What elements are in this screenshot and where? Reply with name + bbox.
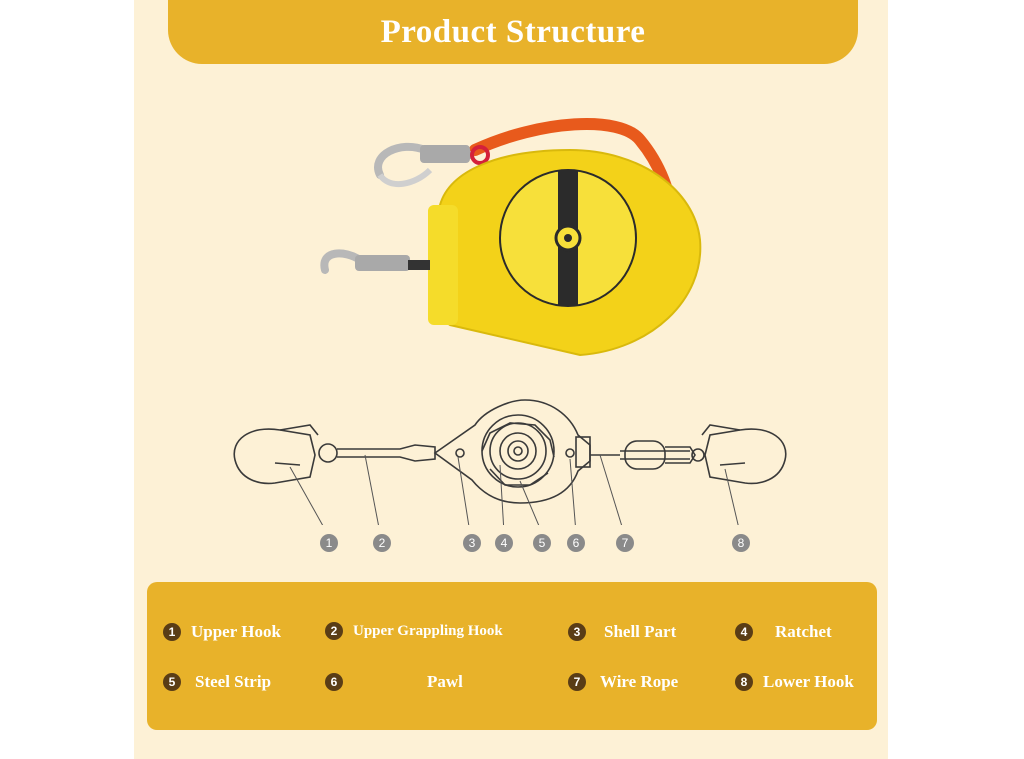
legend-item: 6 Pawl — [325, 672, 463, 692]
legend-item: 4 Ratchet — [735, 622, 832, 642]
product-photo — [320, 117, 702, 357]
legend-label: Steel Strip — [195, 672, 272, 691]
structure-diagram — [233, 399, 787, 525]
legend-label: Pawl — [427, 672, 463, 691]
callout-marker: 1 — [320, 534, 338, 552]
legend-item: 5 Steel Strip — [163, 672, 271, 692]
legend-label: Ratchet — [775, 622, 832, 641]
legend-item: 1 Upper Hook — [163, 622, 281, 642]
legend-label: Shell Part — [604, 622, 677, 641]
page-title: Product Structure — [380, 13, 646, 50]
lanyard-hook-icon — [374, 142, 490, 188]
legend-item: 2 Upper Grappling Hook — [325, 622, 503, 640]
body-hook-icon — [320, 249, 430, 274]
legend-number: 4 — [735, 623, 753, 641]
callout-marker: 7 — [616, 534, 634, 552]
legend-item: 7 Wire Rope — [568, 672, 678, 692]
callout-marker: 2 — [373, 534, 391, 552]
legend-label: Wire Rope — [600, 672, 679, 691]
left-hook-shape — [233, 428, 316, 485]
callout-marker: 3 — [463, 534, 481, 552]
legend-number: 3 — [568, 623, 586, 641]
title-banner: Product Structure — [168, 0, 858, 64]
legend-label: Upper Grappling Hook — [353, 622, 503, 639]
right-hook-shape — [704, 428, 787, 485]
callout-marker: 4 — [495, 534, 513, 552]
legend-item: 8 Lower Hook — [735, 672, 854, 692]
callout-marker: 5 — [533, 534, 551, 552]
legend-number: 6 — [325, 673, 343, 691]
retractor-body-icon — [428, 148, 702, 357]
callout-marker: 8 — [732, 534, 750, 552]
legend-number: 2 — [325, 622, 343, 640]
legend-number: 8 — [735, 673, 753, 691]
legend-item: 3 Shell Part — [568, 622, 676, 642]
legend-number: 1 — [163, 623, 181, 641]
legend-panel: 1 Upper Hook 2 Upper Grappling Hook 3 Sh… — [147, 582, 877, 730]
legend-label: Lower Hook — [763, 672, 854, 691]
callout-marker: 6 — [567, 534, 585, 552]
legend-label: Upper Hook — [191, 622, 281, 641]
legend-number: 5 — [163, 673, 181, 691]
legend-number: 7 — [568, 673, 586, 691]
